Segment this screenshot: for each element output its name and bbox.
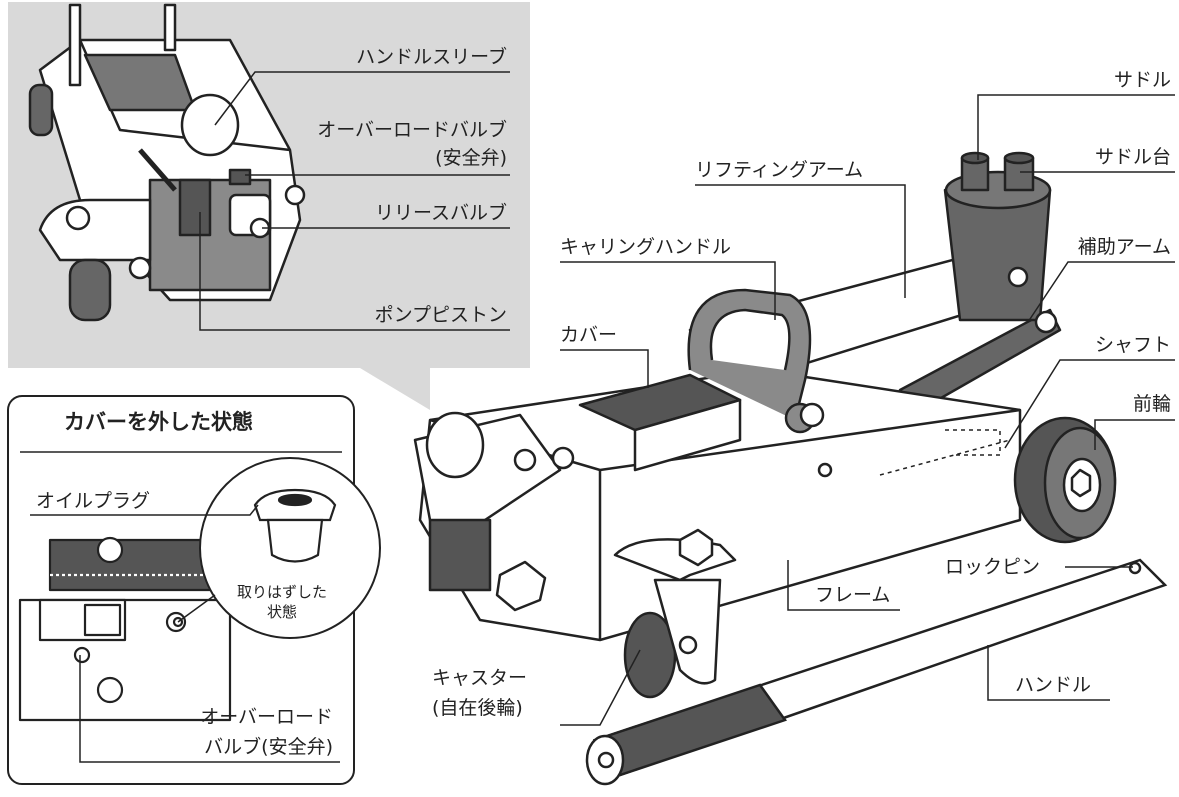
label-front-wheel: 前輪 <box>1132 393 1171 415</box>
main-jack <box>413 151 1117 699</box>
label-cover: カバー <box>560 324 618 346</box>
label-lock-pin: ロックピン <box>945 556 1041 578</box>
label-detail-overload-2: バルブ(安全弁) <box>204 736 333 758</box>
label-detail-overload-1: オーバーロード <box>200 706 333 728</box>
label-saddle-base: サドル台 <box>1094 146 1171 168</box>
inset-jack-closeup <box>28 3 306 322</box>
label-overload-valve: オーバーロードバルブ <box>317 119 507 141</box>
label-lifting-arm: リフティングアーム <box>695 159 864 181</box>
label-overload-valve-safety: (安全弁) <box>435 147 507 169</box>
label-aux-arm: 補助アーム <box>1077 236 1171 258</box>
detail-title: カバーを外した状態 <box>64 410 253 434</box>
label-pump-piston: ポンプピストン <box>374 304 507 326</box>
label-release-valve: リリースバルブ <box>374 202 507 224</box>
label-handle: ハンドル <box>1015 674 1092 696</box>
main-leaders <box>560 94 1175 726</box>
label-frame: フレーム <box>815 584 891 606</box>
inset-leaders <box>199 71 510 331</box>
label-caster: キャスター <box>432 667 528 689</box>
label-saddle: サドル <box>1113 69 1171 91</box>
label-carrying-handle: キャリングハンドル <box>560 236 732 258</box>
label-shaft: シャフト <box>1094 334 1171 356</box>
label-removed-state-2: 状態 <box>266 603 297 621</box>
detail-box <box>7 395 381 785</box>
handle-bar <box>585 558 1168 786</box>
label-removed-state-1: 取りはずした <box>236 583 327 601</box>
label-oil-plug: オイルプラグ <box>36 490 151 512</box>
label-handle-sleeve: ハンドルスリーブ <box>356 46 507 68</box>
label-caster-rear: (自在後輪) <box>432 697 523 719</box>
